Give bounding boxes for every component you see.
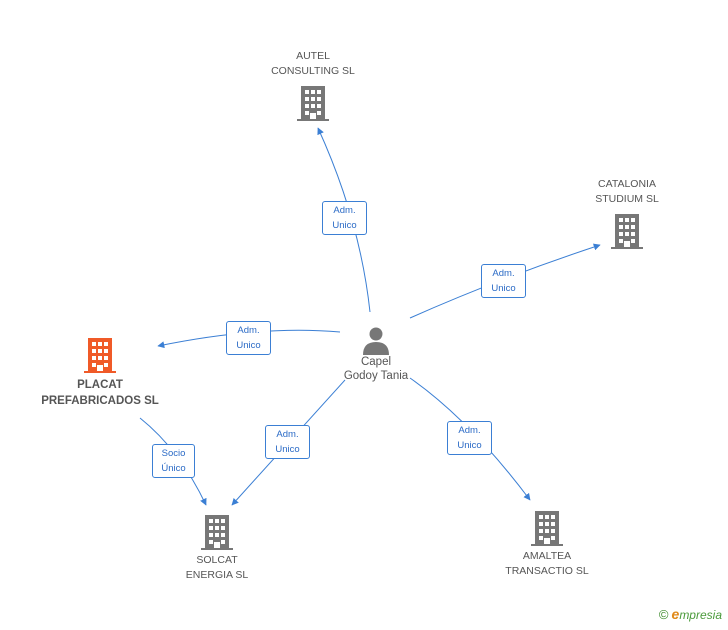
- relation-label-line2: Unico: [491, 283, 516, 294]
- brand-initial: e: [671, 606, 680, 622]
- relation-label-line2: Unico: [275, 444, 300, 455]
- person-node[interactable]: Capel Godoy Tania: [326, 325, 426, 383]
- person-name-line2: Godoy Tania: [343, 370, 409, 382]
- company-name-line1: AUTEL: [296, 50, 330, 62]
- company-name-line1: PLACAT: [77, 379, 123, 391]
- relation-label-line2: Unico: [457, 440, 482, 451]
- building-icon: [201, 515, 233, 550]
- relation-label-line1: Socio: [161, 448, 186, 459]
- company-name-line2: ENERGIA SL: [185, 569, 249, 581]
- person-name-line1: Capel: [360, 356, 392, 368]
- person-icon: [363, 327, 389, 355]
- relation-label-line2: Unico: [236, 340, 261, 351]
- building-icon: [611, 214, 643, 249]
- building-icon: [531, 511, 563, 546]
- relation-label-line1: Adm.: [492, 268, 515, 279]
- building-icon: [84, 338, 116, 373]
- company-name-line1: AMALTEA: [522, 550, 572, 562]
- company-node-autel[interactable]: AUTEL CONSULTING SL: [253, 49, 373, 121]
- company-node-catalonia[interactable]: CATALONIA STUDIUM SL: [567, 177, 687, 249]
- relation-badge-placat-solcat[interactable]: Socio Único: [152, 444, 195, 478]
- company-node-solcat[interactable]: SOLCAT ENERGIA SL: [157, 514, 277, 583]
- relation-badge-placat[interactable]: Adm. Unico: [226, 321, 271, 355]
- relation-badge-amaltea[interactable]: Adm. Unico: [447, 421, 492, 455]
- company-node-placat[interactable]: PLACAT PREFABRICADOS SL: [30, 337, 170, 409]
- relation-label-line2: Único: [161, 463, 186, 474]
- empresia-brand: ©empresia: [659, 606, 722, 622]
- company-name-line1: CATALONIA: [598, 178, 656, 190]
- relation-badge-autel[interactable]: Adm. Unico: [322, 201, 367, 235]
- company-name-line2: CONSULTING SL: [271, 65, 355, 77]
- relation-badge-catalonia[interactable]: Adm. Unico: [481, 264, 526, 298]
- company-name-line2: TRANSACTIO SL: [505, 565, 589, 577]
- relation-label-line1: Adm.: [458, 425, 481, 436]
- company-node-amaltea[interactable]: AMALTEA TRANSACTIO SL: [487, 510, 607, 579]
- relation-label-line2: Unico: [332, 220, 357, 231]
- relation-label-line1: Adm.: [333, 205, 356, 216]
- relation-label-line1: Adm.: [276, 429, 299, 440]
- building-icon: [297, 86, 329, 121]
- brand-name: mpresia: [679, 608, 722, 622]
- company-name-line2: PREFABRICADOS SL: [41, 395, 159, 407]
- relation-label-line1: Adm.: [237, 325, 260, 336]
- company-name-line2: STUDIUM SL: [595, 193, 659, 205]
- company-name-line1: SOLCAT: [196, 554, 238, 566]
- relation-badge-solcat[interactable]: Adm. Unico: [265, 425, 310, 459]
- copyright-symbol: ©: [658, 607, 669, 622]
